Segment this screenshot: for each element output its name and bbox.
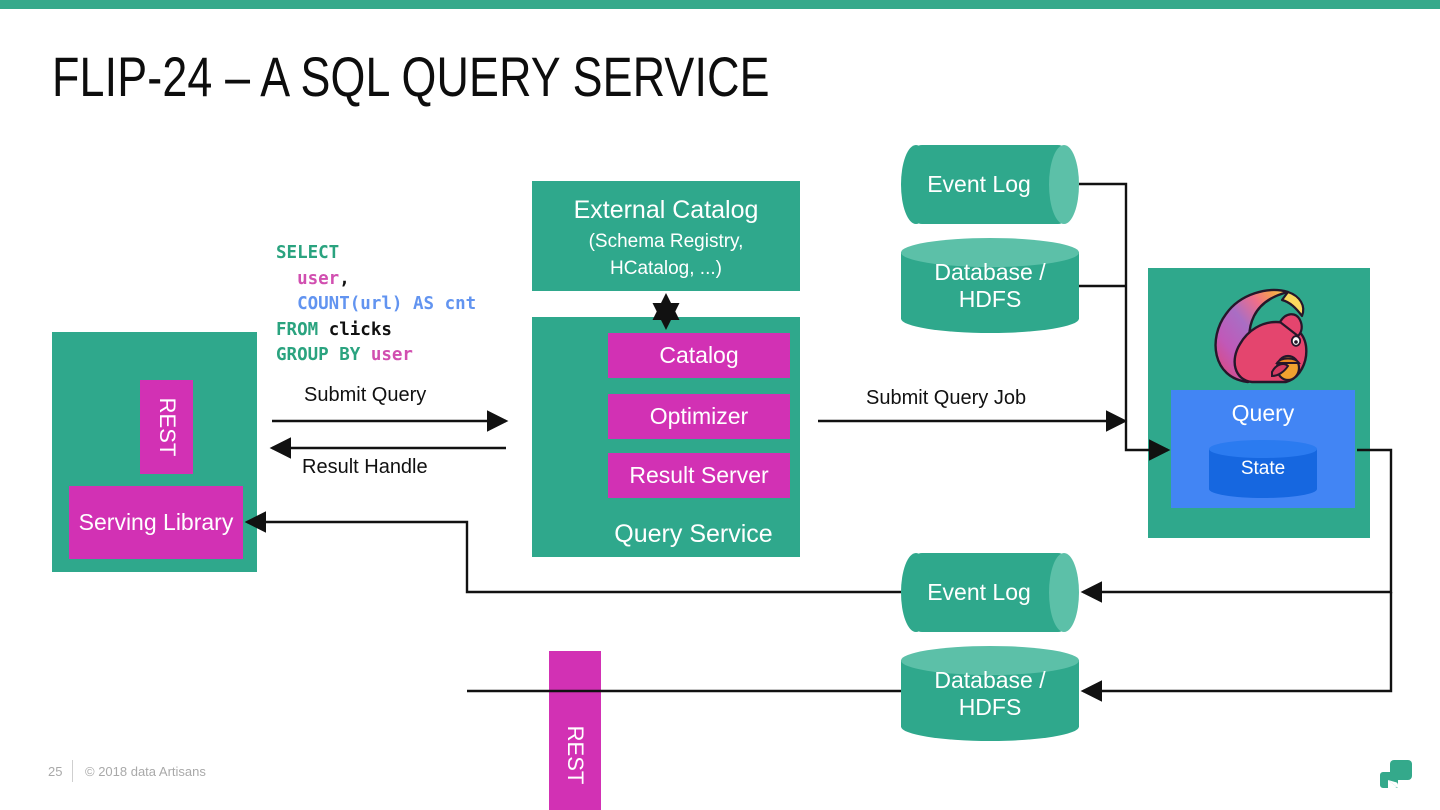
sql-keyword-from: FROM (276, 319, 329, 340)
cylinder-body (913, 553, 1067, 632)
result-handle-label: Result Handle (302, 456, 428, 478)
page-number: 25 (48, 764, 63, 779)
query-service-rest-bar: REST (549, 651, 601, 810)
page-title: FLIP-24 – A SQL QUERY SERVICE (52, 45, 770, 108)
state-cylinder: State (1209, 440, 1317, 498)
sql-table-clicks: clicks (328, 319, 392, 340)
sql-keyword-select: SELECT (276, 243, 340, 263)
serving-library-box: Serving Library (69, 486, 243, 559)
state-label: State (1240, 458, 1286, 480)
sql-keyword-groupby: GROUP BY (276, 345, 371, 365)
query-service-name: Query Service (614, 520, 773, 548)
external-catalog-subtitle: (Schema Registry, HCatalog, ...) (588, 230, 744, 280)
query-service-component-result-server: Result Server (608, 453, 790, 498)
top-event-log-label: Event Log (927, 171, 1031, 198)
cylinder-right-cap (1049, 553, 1079, 632)
cylinder-left-cap (901, 553, 931, 632)
cylinder-body (913, 145, 1067, 224)
copyright-text: © 2018 data Artisans (85, 764, 206, 779)
cylinder-top-cap (901, 238, 1079, 267)
sql-groupby-user: user (370, 345, 413, 365)
bottom-database-cylinder: Database / HDFS (901, 646, 1079, 741)
cylinder-top-cap (901, 646, 1079, 675)
external-catalog-title: External Catalog (573, 196, 759, 224)
catalog-label: Catalog (659, 342, 739, 369)
submit-query-job-label: Submit Query Job (866, 387, 1027, 409)
bottom-database-label: Database / HDFS (934, 667, 1046, 720)
top-database-label: Database / HDFS (934, 259, 1046, 312)
sql-identifier-user: user (276, 268, 340, 289)
serving-library-label: Serving Library (78, 509, 234, 536)
footer-divider (72, 760, 73, 782)
query-service-component-optimizer: Optimizer (608, 394, 790, 439)
query-service-component-catalog: Catalog (608, 333, 790, 378)
result-server-label: Result Server (629, 462, 769, 489)
top-database-cylinder: Database / HDFS (901, 238, 1079, 333)
sql-code-block: SELECT user, COUNT(url) AS cnt FROM clic… (276, 241, 476, 369)
flink-query-box: Query State (1171, 390, 1355, 508)
data-artisans-logo (1374, 756, 1418, 796)
cylinder-right-cap (1049, 145, 1079, 224)
application-title: Application (46, 13, 159, 39)
optimizer-label: Optimizer (649, 403, 749, 430)
state-cylinder-top-cap (1209, 440, 1317, 458)
top-event-log-cylinder: Event Log (901, 145, 1079, 224)
application-rest-bar: REST (140, 380, 193, 474)
submit-query-label: Submit Query (304, 384, 427, 406)
sql-count-expression: COUNT(url) AS cnt (276, 294, 477, 314)
query-label: Query (1231, 400, 1295, 426)
flink-squirrel-logo (1196, 286, 1328, 386)
external-catalog-box: External Catalog (Schema Registry, HCata… (532, 181, 800, 291)
cylinder-left-cap (901, 145, 931, 224)
bottom-event-log-cylinder: Event Log (901, 553, 1079, 632)
sql-comma: , (339, 268, 350, 289)
top-accent-bar (0, 0, 1440, 9)
bottom-event-log-label: Event Log (927, 579, 1031, 606)
